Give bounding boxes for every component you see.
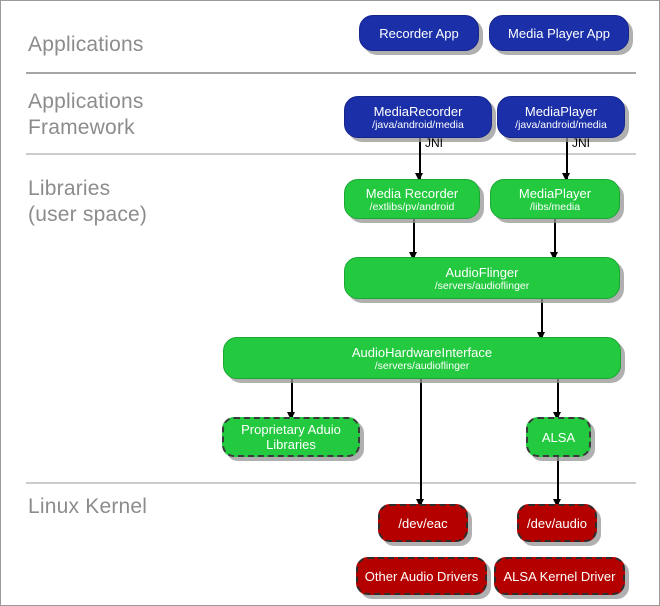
- node-other-audio-drivers[interactable]: Other Audio Drivers: [356, 557, 487, 595]
- node-audiohardwareinterface[interactable]: AudioHardwareInterface /servers/audiofli…: [223, 337, 621, 379]
- connector-label-jni-left: JNI: [425, 136, 443, 150]
- arrowhead-media-recorder-lib: [415, 173, 423, 181]
- node-audiohardwareinterface-subtitle: /servers/audioflinger: [374, 359, 470, 372]
- node-alsa-title: ALSA: [541, 429, 576, 445]
- node-audioflinger[interactable]: AudioFlinger /servers/audioflinger: [344, 257, 620, 299]
- arrowhead-dev-eac: [416, 499, 424, 507]
- connector-audiohardwareinterface-to-alsa: [557, 379, 559, 417]
- node-mediaplayer-lib[interactable]: MediaPlayer /libs/media: [490, 179, 620, 219]
- node-mediaplayer-lib-subtitle: /libs/media: [529, 200, 581, 213]
- arrowhead-dev-audio: [553, 499, 561, 507]
- connector-mediaplayer-to-mediaplayer-lib: [566, 138, 568, 179]
- node-dev-eac-title: /dev/eac: [398, 515, 448, 531]
- arrowhead-proprietary-audio-libraries: [287, 412, 295, 420]
- arrowhead-mediaplayer-lib: [562, 173, 570, 181]
- node-media-player-app-title: Media Player App: [508, 25, 610, 41]
- node-mediaplayer-framework-subtitle: /java/android/media: [515, 118, 607, 131]
- node-audioflinger-subtitle: /servers/audioflinger: [434, 279, 530, 292]
- node-media-recorder-lib-subtitle: /extlibs/pv/android: [369, 200, 455, 213]
- node-mediaplayer-framework-title: MediaPlayer: [524, 103, 598, 119]
- node-dev-eac[interactable]: /dev/eac: [378, 504, 468, 542]
- divider-applications: [26, 72, 636, 74]
- layer-label-linux-kernel: Linux Kernel: [28, 495, 148, 518]
- node-recorder-app-title: Recorder App: [379, 25, 459, 41]
- node-media-player-app[interactable]: Media Player App: [489, 15, 629, 51]
- node-audiohardwareinterface-title: AudioHardwareInterface: [351, 344, 493, 360]
- node-alsa-kernel-driver[interactable]: ALSA Kernel Driver: [494, 557, 625, 595]
- node-dev-audio[interactable]: /dev/audio: [517, 504, 597, 542]
- node-proprietary-audio-libraries[interactable]: Proprietary Aduio Libraries: [222, 417, 360, 457]
- node-recorder-app[interactable]: Recorder App: [359, 15, 479, 51]
- node-proprietary-audio-libraries-title: Proprietary Aduio Libraries: [241, 422, 341, 452]
- connector-label-jni-right: JNI: [572, 136, 590, 150]
- arrowhead-alsa: [553, 412, 561, 420]
- node-alsa[interactable]: ALSA: [526, 417, 591, 457]
- node-media-recorder-lib-title: Media Recorder: [365, 185, 459, 201]
- connector-audioflinger-to-audiohardwareinterface: [541, 299, 543, 337]
- connector-audiohardwareinterface-to-dev-eac: [420, 379, 422, 504]
- node-audioflinger-title: AudioFlinger: [445, 264, 519, 280]
- node-media-recorder-lib[interactable]: Media Recorder /extlibs/pv/android: [344, 179, 480, 219]
- node-mediaplayer-lib-title: MediaPlayer: [518, 185, 592, 201]
- layer-label-applications: Applications: [28, 33, 144, 56]
- divider-linux-kernel: [26, 482, 636, 484]
- layer-label-applications-framework: Applications Framework: [28, 90, 144, 139]
- connector-alsa-to-dev-audio: [557, 457, 559, 504]
- arrowhead-audioflinger-right: [550, 252, 558, 260]
- node-alsa-kernel-driver-title: ALSA Kernel Driver: [503, 568, 616, 584]
- node-mediaplayer-framework[interactable]: MediaPlayer /java/android/media: [497, 96, 625, 138]
- node-mediarecorder-framework[interactable]: MediaRecorder /java/android/media: [344, 96, 492, 138]
- connector-mediarecorder-to-media-recorder-lib: [419, 138, 421, 179]
- arrowhead-audiohardwareinterface: [537, 332, 545, 340]
- node-dev-audio-title: /dev/audio: [527, 515, 587, 531]
- node-mediarecorder-framework-title: MediaRecorder: [373, 103, 463, 119]
- connector-media-recorder-lib-to-audioflinger: [413, 219, 415, 257]
- connector-mediaplayer-lib-to-audioflinger: [554, 219, 556, 257]
- node-mediarecorder-framework-subtitle: /java/android/media: [372, 118, 464, 131]
- node-other-audio-drivers-title: Other Audio Drivers: [364, 568, 479, 584]
- divider-applications-framework: [26, 153, 636, 155]
- connector-audiohardwareinterface-to-proprietary-audio-libraries: [291, 379, 293, 417]
- layer-label-libraries: Libraries (user space): [28, 177, 148, 226]
- arrowhead-audioflinger-left: [409, 252, 417, 260]
